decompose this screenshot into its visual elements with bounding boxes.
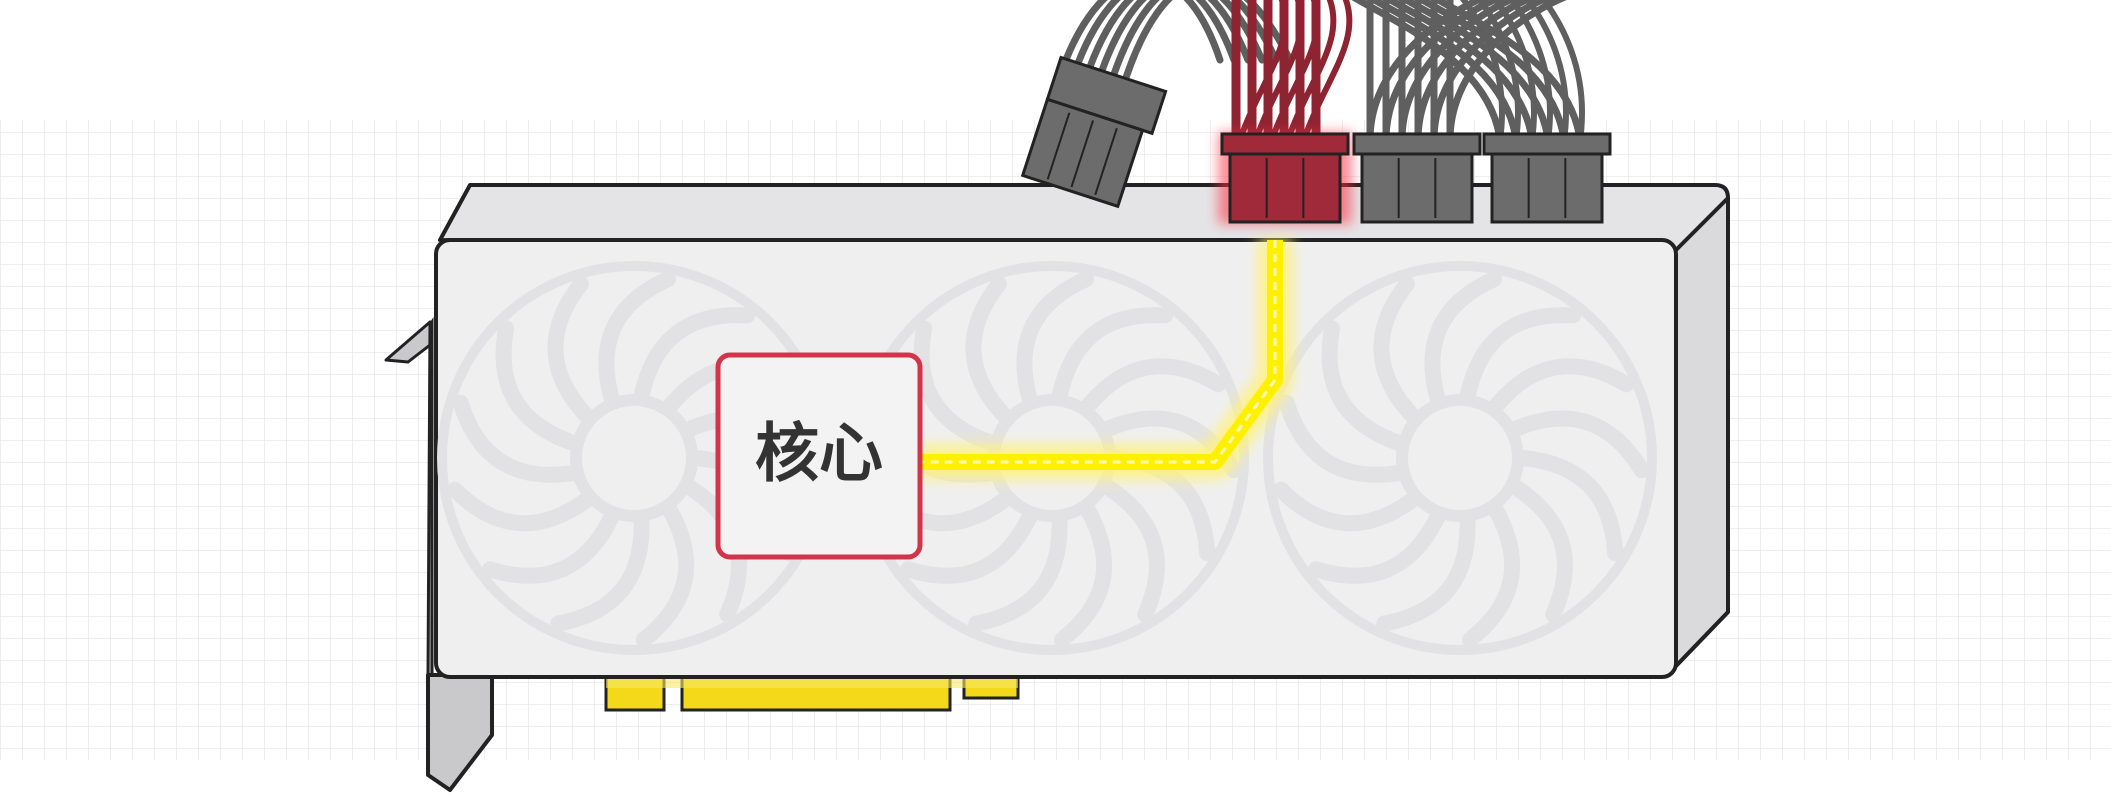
fan-blade xyxy=(635,501,695,648)
fan-blade xyxy=(1487,358,1635,415)
power-cable xyxy=(1301,0,1353,143)
fan-blade xyxy=(1321,320,1408,452)
fan-hub xyxy=(1396,394,1524,522)
power-cable xyxy=(1524,0,1569,143)
power-cable xyxy=(1415,0,1568,144)
fan-blade xyxy=(598,271,676,408)
power-trace xyxy=(920,240,1292,479)
fan-blade xyxy=(1459,307,1582,405)
fan-blade xyxy=(1376,511,1476,632)
fan-blade xyxy=(1308,508,1446,584)
power-connector-icon xyxy=(1220,132,1350,224)
power-cable xyxy=(1351,0,1504,144)
power-cable xyxy=(1253,0,1305,143)
fan-blade xyxy=(1506,478,1573,623)
fan-blade xyxy=(495,320,582,452)
power-cable xyxy=(1431,0,1584,144)
power-connectors xyxy=(1020,55,1612,224)
fan-blade xyxy=(1373,275,1422,425)
power-cable xyxy=(1082,0,1252,82)
fan-blade xyxy=(1514,450,1624,562)
fan-blade xyxy=(965,275,1014,425)
fan-blade xyxy=(1016,271,1094,408)
power-cable xyxy=(1508,0,1553,143)
fan-blade xyxy=(550,511,650,632)
power-cable xyxy=(1058,0,1224,74)
fan-icon xyxy=(1263,261,1657,655)
power-cables xyxy=(1058,0,1585,145)
fan-blade xyxy=(1051,307,1174,405)
fan-blade xyxy=(452,394,582,483)
core-label: 核心 xyxy=(755,418,883,492)
fan-blade xyxy=(968,511,1068,632)
fan-blade xyxy=(1272,481,1422,532)
fan-blade xyxy=(633,307,756,405)
fan-blade xyxy=(547,275,596,425)
fan-blade xyxy=(1098,478,1165,623)
power-cable xyxy=(1399,0,1552,144)
power-cable xyxy=(1367,0,1520,144)
power-cable xyxy=(1070,0,1238,78)
fan-blade xyxy=(1461,501,1521,648)
fan-blade xyxy=(1424,271,1502,408)
fan-blade xyxy=(1506,410,1650,479)
power-cable xyxy=(1237,0,1289,143)
power-connector-icon xyxy=(1482,132,1612,224)
fan-hub xyxy=(570,394,698,522)
fan-blade xyxy=(1278,394,1408,483)
fan-blade xyxy=(1053,501,1113,648)
fan-blade xyxy=(900,508,1038,584)
power-cable xyxy=(1383,0,1536,144)
power-cable xyxy=(1285,0,1337,143)
core-chip: 核心 xyxy=(715,352,923,560)
power-cable xyxy=(1269,0,1321,143)
power-connector-icon xyxy=(1020,55,1168,209)
fan-blade xyxy=(1079,358,1227,415)
fan-blade xyxy=(482,508,620,584)
power-connector-icon xyxy=(1352,132,1482,224)
fan-blade xyxy=(913,320,1000,452)
fan-blade xyxy=(446,481,596,532)
io-bracket-icon xyxy=(384,317,494,792)
power-cable xyxy=(1094,0,1266,86)
power-cable xyxy=(1540,0,1585,143)
